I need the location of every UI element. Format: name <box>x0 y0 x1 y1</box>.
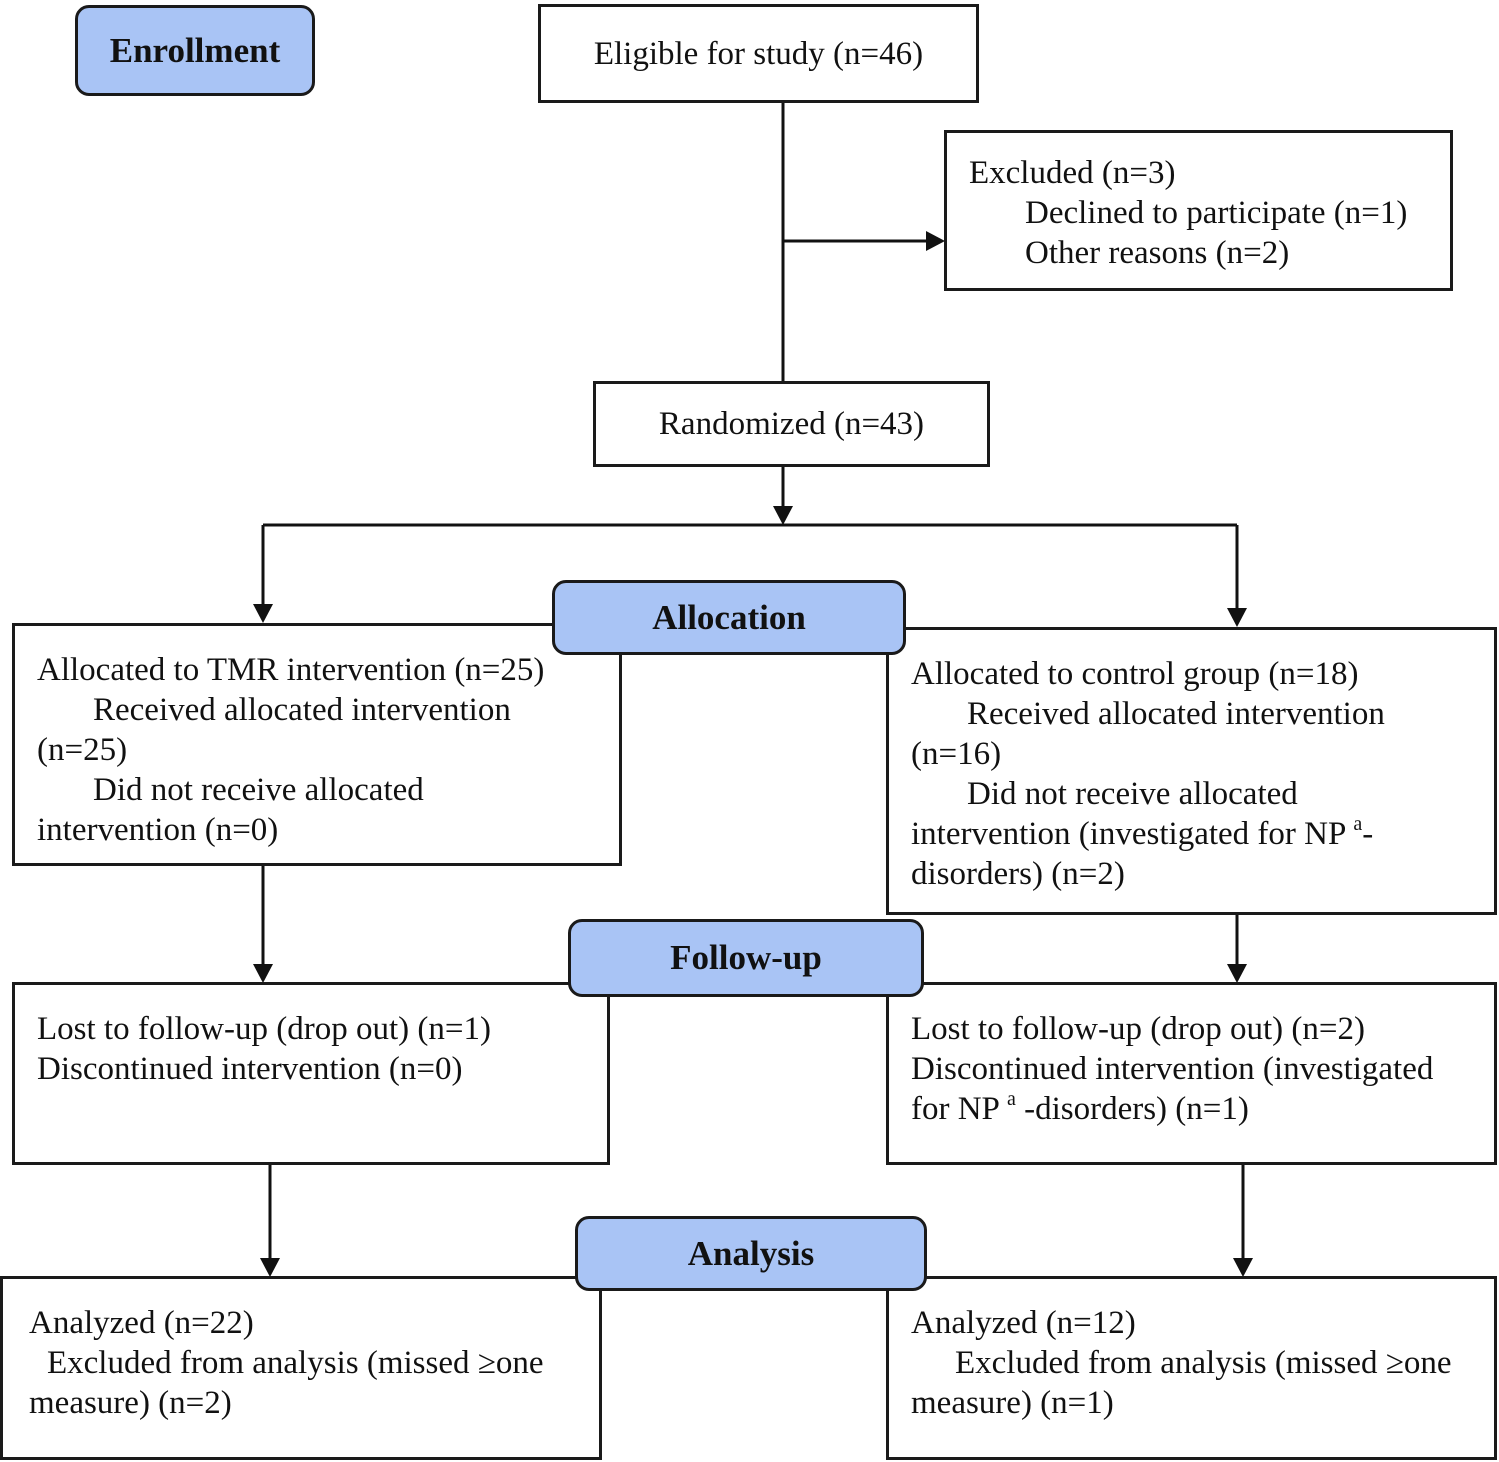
excluded-box: Excluded (n=3) Declined to participate (… <box>944 130 1453 291</box>
control-excluded-analysis: Excluded from analysis (missed ≥one <box>955 1345 1452 1381</box>
control-allocation-box: Allocated to control group (n=18) Receiv… <box>886 627 1497 915</box>
arrowhead-randomized <box>773 506 793 525</box>
tmr-analyzed: Analyzed (n=22) <box>29 1305 254 1341</box>
excluded-other: Other reasons (n=2) <box>1025 235 1290 271</box>
arrowhead-left-allocation <box>253 604 273 623</box>
tmr-received: Received allocated intervention <box>93 692 511 728</box>
eligible-box: Eligible for study (n=46) <box>538 4 979 103</box>
control-followup-box: Lost to follow-up (drop out) (n=2) Disco… <box>886 982 1497 1165</box>
control-lost: Lost to follow-up (drop out) (n=2) <box>911 1011 1365 1047</box>
stage-allocation: Allocation <box>552 580 906 655</box>
control-not-received: Did not receive allocated <box>967 776 1298 812</box>
arrowhead-excluded <box>926 231 945 251</box>
control-allocation-title: Allocated to control group (n=18) <box>911 656 1359 692</box>
control-not-received-dash: - <box>1362 816 1374 852</box>
tmr-not-received: Did not receive allocated <box>93 772 424 808</box>
tmr-received-n: (n=25) <box>37 732 128 768</box>
arrowhead-right-analysis <box>1233 1258 1253 1277</box>
tmr-allocation-box: Allocated to TMR intervention (n=25) Rec… <box>12 623 622 866</box>
tmr-lost: Lost to follow-up (drop out) (n=1) <box>37 1011 491 1047</box>
stage-analysis: Analysis <box>575 1216 927 1291</box>
randomized-text: Randomized (n=43) <box>658 406 925 442</box>
arrowhead-left-followup <box>253 964 273 983</box>
stage-followup-label: Follow-up <box>670 938 822 977</box>
tmr-not-received-n: intervention (n=0) <box>37 812 279 848</box>
eligible-text: Eligible for study (n=46) <box>593 35 924 72</box>
stage-allocation-label: Allocation <box>652 597 806 637</box>
tmr-discontinued: Discontinued intervention (n=0) <box>37 1051 463 1087</box>
arrowhead-left-analysis <box>260 1258 280 1277</box>
tmr-analysis-box: Analyzed (n=22) Excluded from analysis (… <box>0 1276 602 1460</box>
stage-analysis-label: Analysis <box>687 1233 815 1273</box>
tmr-excluded-analysis-2: measure) (n=2) <box>29 1385 232 1421</box>
control-analysis-box: Analyzed (n=12) Excluded from analysis (… <box>886 1276 1497 1460</box>
arrowhead-right-followup <box>1227 964 1247 983</box>
control-analyzed: Analyzed (n=12) <box>911 1305 1136 1341</box>
control-discontinued: Discontinued intervention (investigated <box>911 1051 1434 1087</box>
excluded-declined: Declined to participate (n=1) <box>1025 195 1408 231</box>
tmr-followup-box: Lost to follow-up (drop out) (n=1) Disco… <box>12 982 610 1165</box>
control-excluded-analysis-2: measure) (n=1) <box>911 1385 1114 1421</box>
control-received-n: (n=16) <box>911 736 1002 772</box>
control-discontinued-rest: -disorders) (n=1) <box>1024 1091 1249 1127</box>
tmr-excluded-analysis: Excluded from analysis (missed ≥one <box>47 1345 544 1381</box>
control-not-received-line3: disorders) (n=2) <box>911 856 1125 892</box>
control-not-received-text: intervention (investigated for NP <box>911 816 1346 852</box>
arrowhead-right-allocation <box>1227 608 1247 627</box>
randomized-box: Randomized (n=43) <box>593 381 990 467</box>
control-not-received-line2: intervention (investigated for NP a- <box>911 814 1494 854</box>
stage-enrollment: Enrollment <box>75 5 315 96</box>
control-discontinued-line2: for NP a -disorders) (n=1) <box>911 1089 1494 1129</box>
stage-followup: Follow-up <box>568 919 924 997</box>
tmr-allocation-title: Allocated to TMR intervention (n=25) <box>37 652 545 688</box>
footnote-a-marker: a <box>1006 1088 1016 1110</box>
stage-enrollment-label: Enrollment <box>109 30 281 70</box>
footnote-a-marker: a <box>1353 813 1363 835</box>
excluded-title: Excluded (n=3) <box>969 155 1176 191</box>
control-discontinued-for: for NP <box>911 1091 999 1127</box>
control-received: Received allocated intervention <box>967 696 1385 732</box>
